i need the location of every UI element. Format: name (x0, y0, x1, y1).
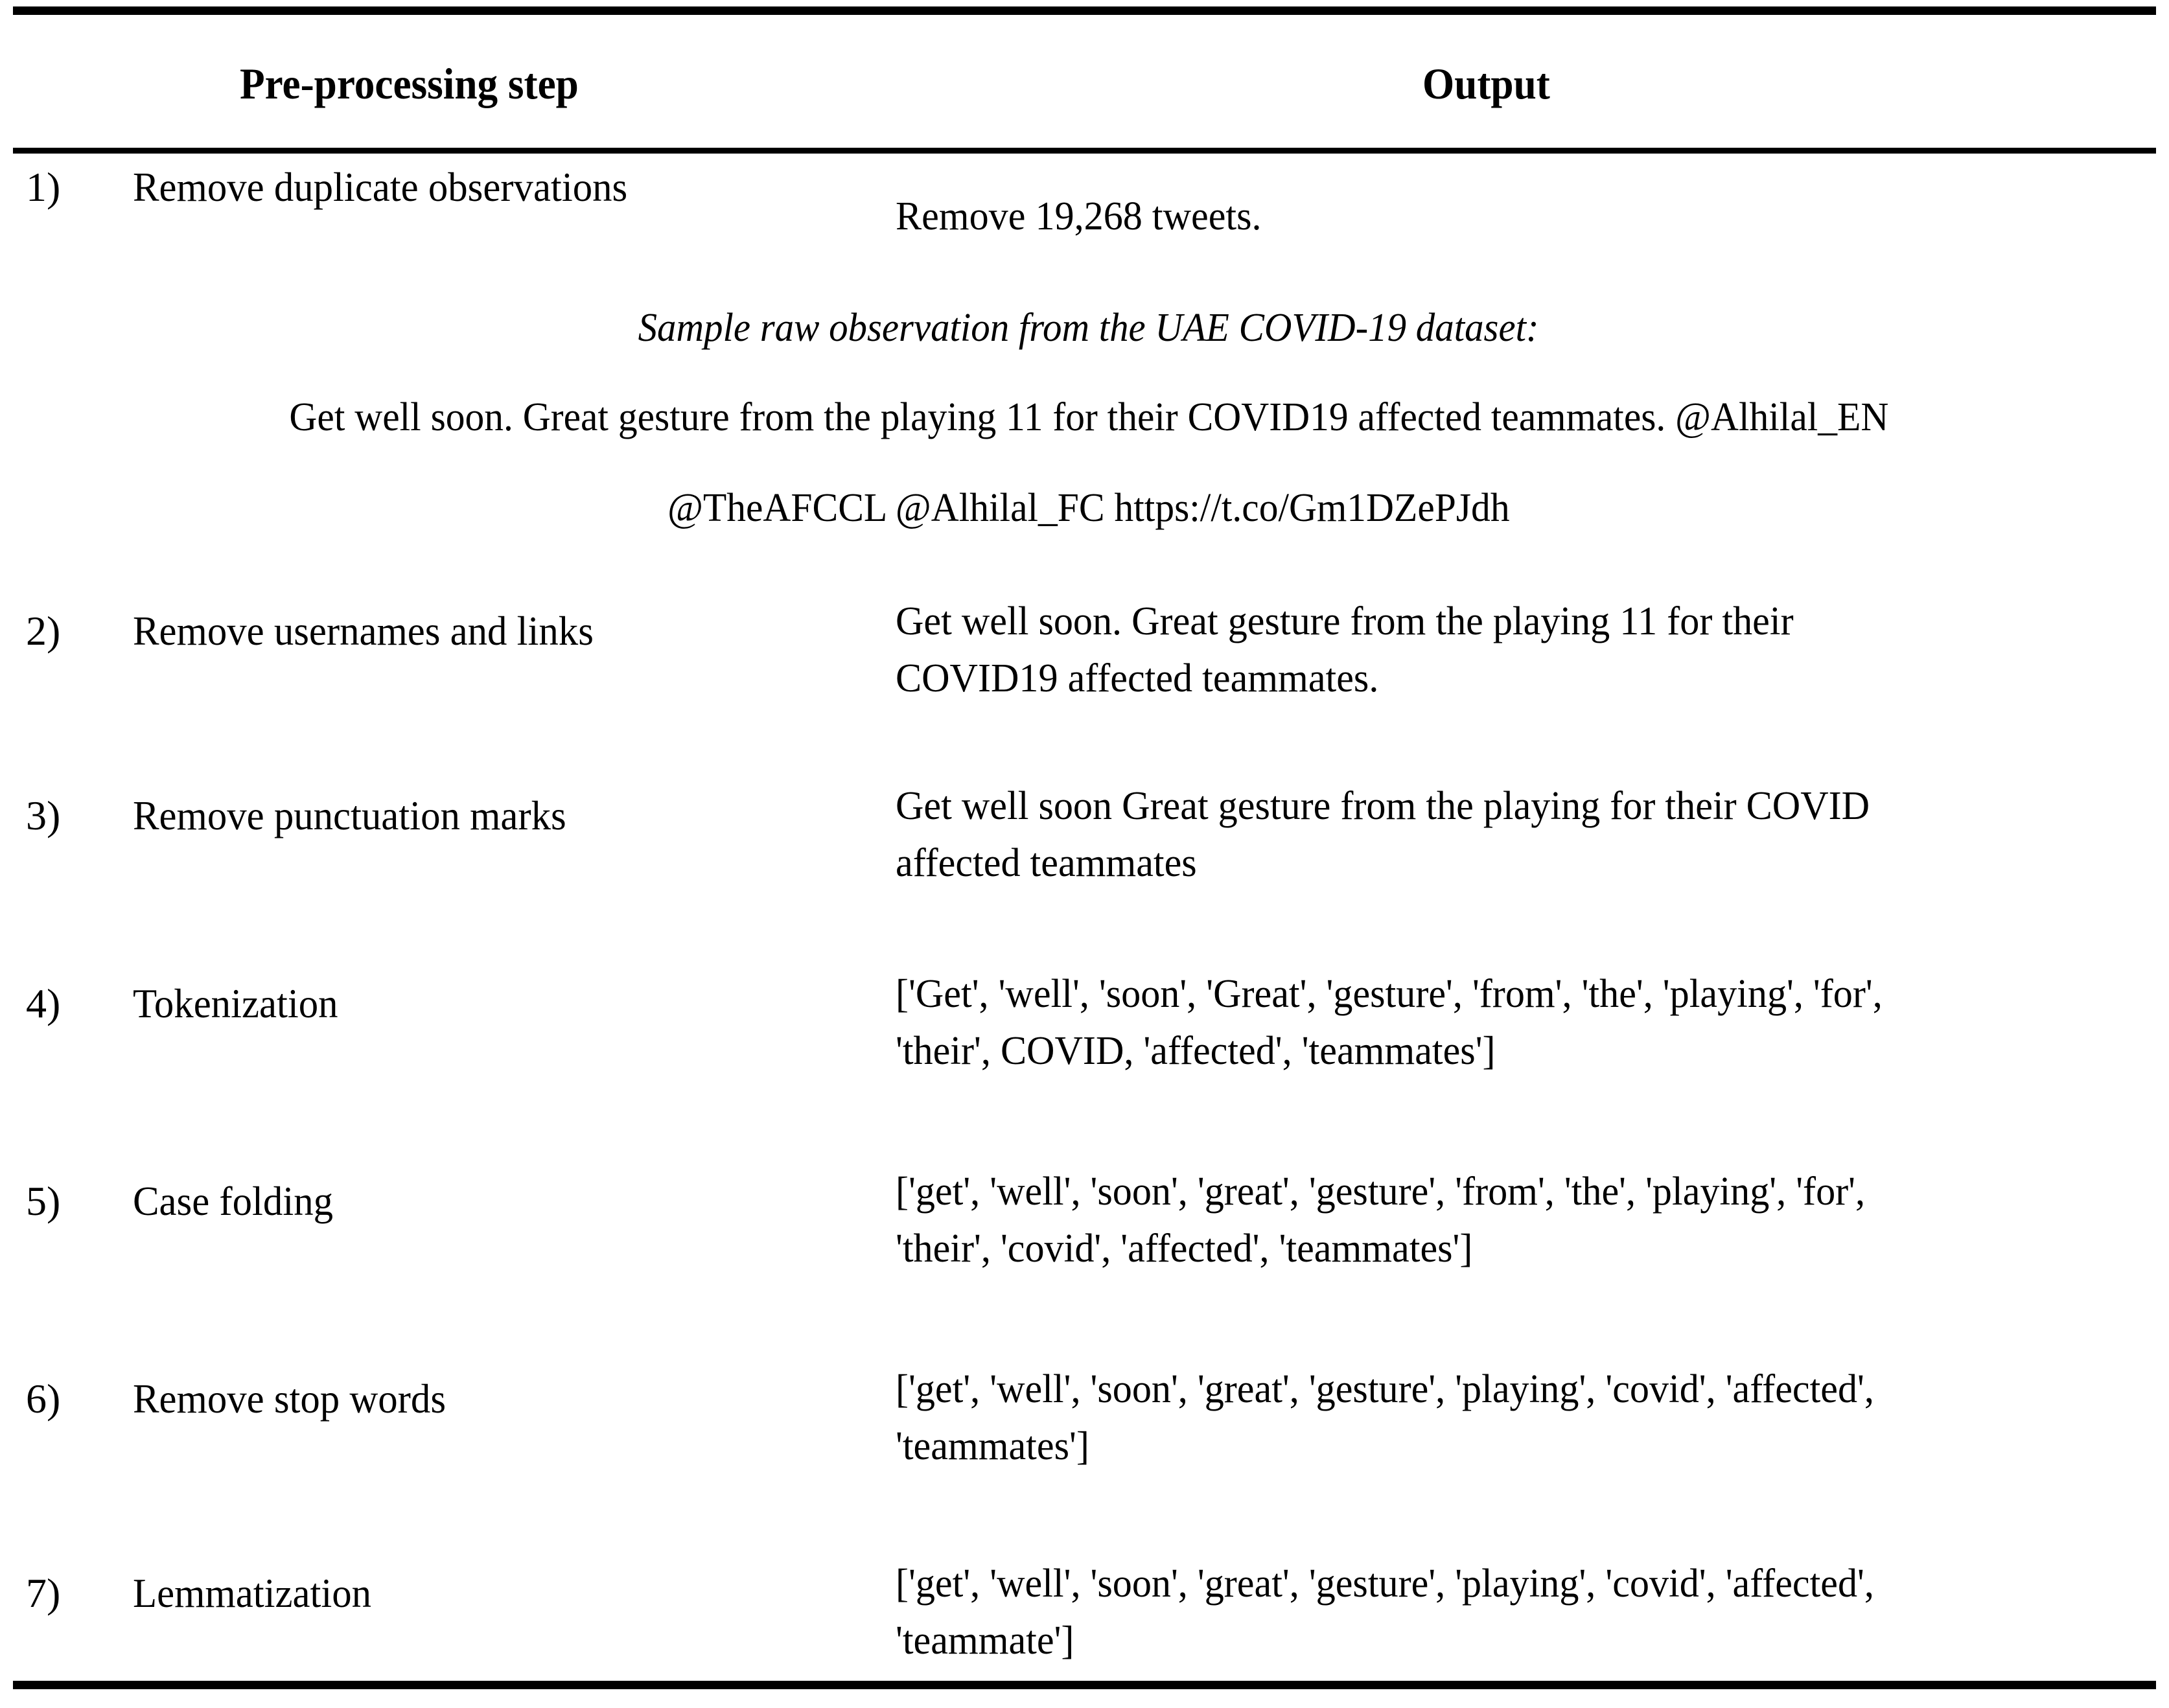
output-cell: Get well soon Great gesture from the pla… (896, 778, 2112, 892)
output-cell: Remove 19,268 tweets. (896, 188, 2112, 245)
output-line: ['get', 'well', 'soon', 'great', 'gestur… (896, 1170, 1866, 1214)
step-number: 1) (26, 164, 61, 210)
output-line: 'teammates'] (896, 1424, 1089, 1469)
output-line: ['get', 'well', 'soon', 'great', 'gestur… (896, 1562, 1874, 1606)
output-cell: Get well soon. Great gesture from the pl… (896, 593, 2112, 707)
step-number: 2) (26, 608, 61, 654)
sample-line-text: @TheAFCCL @Alhilal_FC https://t.co/Gm1DZ… (667, 486, 1510, 530)
output-cell: ['get', 'well', 'soon', 'great', 'gestur… (896, 1163, 2112, 1277)
step-number: 3) (26, 792, 61, 838)
output-cell: ['get', 'well', 'soon', 'great', 'gestur… (896, 1361, 2112, 1475)
step-label: Lemmatization (133, 1570, 372, 1616)
output-line: Get well soon. Great gesture from the pl… (896, 599, 1794, 643)
output-line: COVID19 affected teammates. (896, 656, 1379, 701)
sample-line-text: Get well soon. Great gesture from the pl… (289, 395, 1888, 439)
step-number: 4) (26, 980, 61, 1026)
output-line: ['get', 'well', 'soon', 'great', 'gestur… (896, 1367, 1874, 1411)
output-line: 'their', 'covid', 'affected', 'teammates… (896, 1227, 1473, 1271)
step-number: 6) (26, 1376, 61, 1422)
sample-observation-caption: Sample raw observation from the UAE COVI… (26, 308, 2152, 348)
table-top-rule (13, 6, 2156, 15)
step-number: 5) (26, 1178, 61, 1224)
step-label: Remove stop words (133, 1376, 446, 1422)
output-line: Remove 19,268 tweets. (896, 194, 1262, 238)
sample-observation-line-1: Get well soon. Great gesture from the pl… (26, 397, 2152, 437)
step-label: Tokenization (133, 980, 338, 1026)
step-label: Remove usernames and links (133, 608, 594, 654)
column-header-output: Output (1422, 59, 1550, 108)
column-header-pre-processing-step: Pre-processing step (240, 59, 579, 108)
output-cell: ['Get', 'well', 'soon', 'Great', 'gestur… (896, 965, 2112, 1079)
output-line: 'their', COVID, 'affected', 'teammates'] (896, 1029, 1496, 1074)
output-line: ['Get', 'well', 'soon', 'Great', 'gestur… (896, 972, 1883, 1016)
table-bottom-rule (13, 1681, 2156, 1689)
output-line: affected teammates (896, 841, 1197, 886)
step-label: Remove punctuation marks (133, 792, 566, 838)
sample-caption-text: Sample raw observation from the UAE COVI… (638, 306, 1539, 350)
sample-observation-line-2: @TheAFCCL @Alhilal_FC https://t.co/Gm1DZ… (26, 488, 2152, 528)
output-line: 'teammate'] (896, 1619, 1074, 1663)
output-cell: ['get', 'well', 'soon', 'great', 'gestur… (896, 1555, 2112, 1669)
step-number: 7) (26, 1570, 61, 1616)
table-header-rule (13, 148, 2156, 154)
step-label: Case folding (133, 1178, 334, 1224)
output-line: Get well soon Great gesture from the pla… (896, 784, 1870, 828)
step-label: Remove duplicate observations (133, 164, 628, 210)
